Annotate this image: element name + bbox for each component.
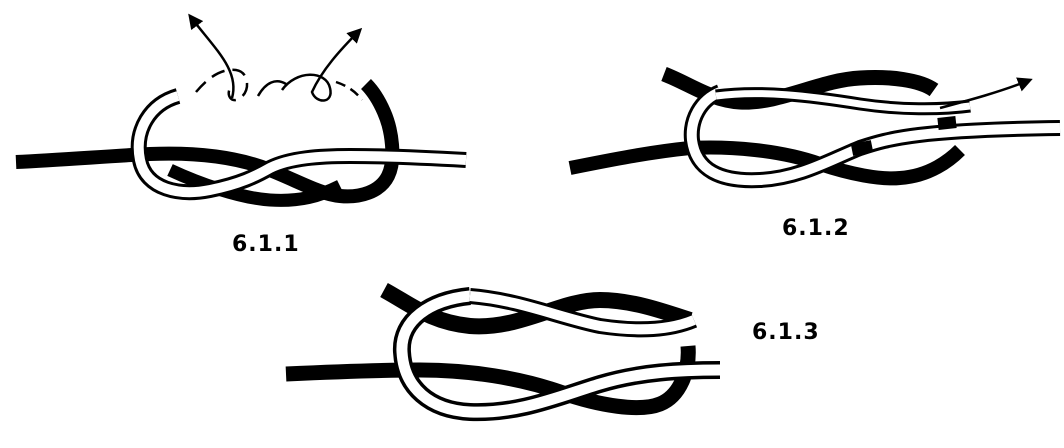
step-label-6-1-2: 6.1.2 xyxy=(782,216,850,241)
dark-rope-lower xyxy=(167,164,343,207)
light-rope-fill xyxy=(396,290,721,418)
step-label-6-1-1: 6.1.1 xyxy=(232,232,300,257)
dark-rope xyxy=(285,345,696,416)
knot-step-2 xyxy=(568,67,1061,189)
arrow-icon xyxy=(188,13,235,99)
step-label-6-1-3: 6.1.3 xyxy=(752,320,820,345)
arrow-icon xyxy=(280,27,363,102)
light-rope-fill xyxy=(715,90,971,113)
arrow-icon xyxy=(195,68,249,102)
dark-rope-end xyxy=(937,116,957,130)
light-rope-fill xyxy=(133,91,467,198)
light-rope-end xyxy=(850,140,874,156)
dashed-path xyxy=(335,80,363,101)
arrow-icon xyxy=(939,77,1033,110)
knot-step-3 xyxy=(285,282,721,422)
dashed-path xyxy=(256,80,287,97)
dark-rope xyxy=(568,140,965,186)
light-rope-fill xyxy=(686,87,1061,186)
knot-step-1 xyxy=(15,13,467,207)
light-rope-fill xyxy=(469,291,696,335)
